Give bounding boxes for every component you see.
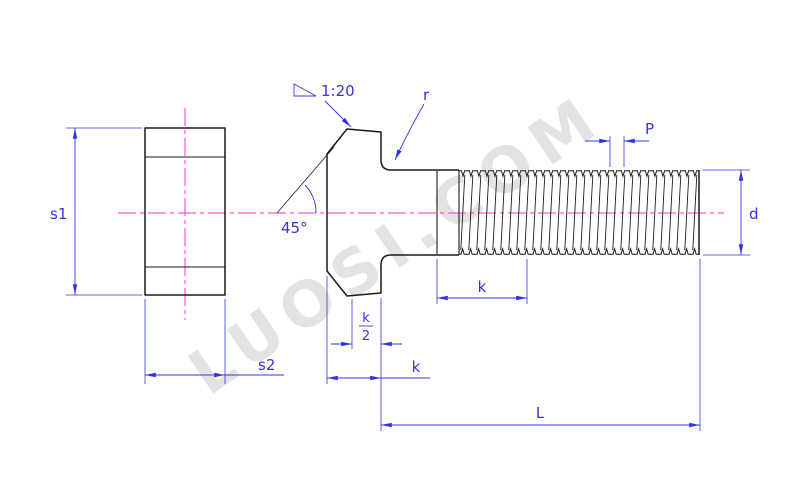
annotation-chamfer-angle: 45° [276,146,335,237]
dimension-diameter-d: d [703,169,759,256]
dimension-k-neck: k [436,259,528,304]
side-view [326,128,700,297]
dimensions: s1 s2 k k 2 k [50,82,759,431]
dimension-k-neck-label: k [478,278,487,296]
front-view [144,127,226,296]
annotation-taper: 1:20 [293,82,355,128]
dimension-s2-label: s2 [258,356,275,374]
dimension-length-l: L [380,259,701,431]
dimension-k-head-label: k [412,358,421,376]
annotation-radius-r: r [394,86,430,161]
dimension-diameter-d-label: d [749,205,759,223]
dimension-s2: s2 [144,299,284,384]
bolt-outline [326,128,459,297]
dimension-pitch-p-label: P [645,120,654,138]
dimension-pitch-p: P [585,120,654,167]
thread-region [459,170,699,255]
dimension-k-half: k 2 [331,299,402,349]
annotation-taper-label: 1:20 [321,82,355,100]
dimension-k-half-numerator: k [362,311,370,326]
front-view-outline [144,127,226,296]
taper-symbol-icon [293,83,317,97]
annotation-radius-r-label: r [423,86,430,104]
dimension-k-half-denominator: 2 [362,329,370,344]
dimension-s1: s1 [50,127,142,296]
dimension-s1-label: s1 [50,205,67,223]
dimension-k-head: k [326,276,430,384]
dimension-length-l-label: L [536,404,545,422]
annotation-chamfer-angle-label: 45° [281,219,308,237]
